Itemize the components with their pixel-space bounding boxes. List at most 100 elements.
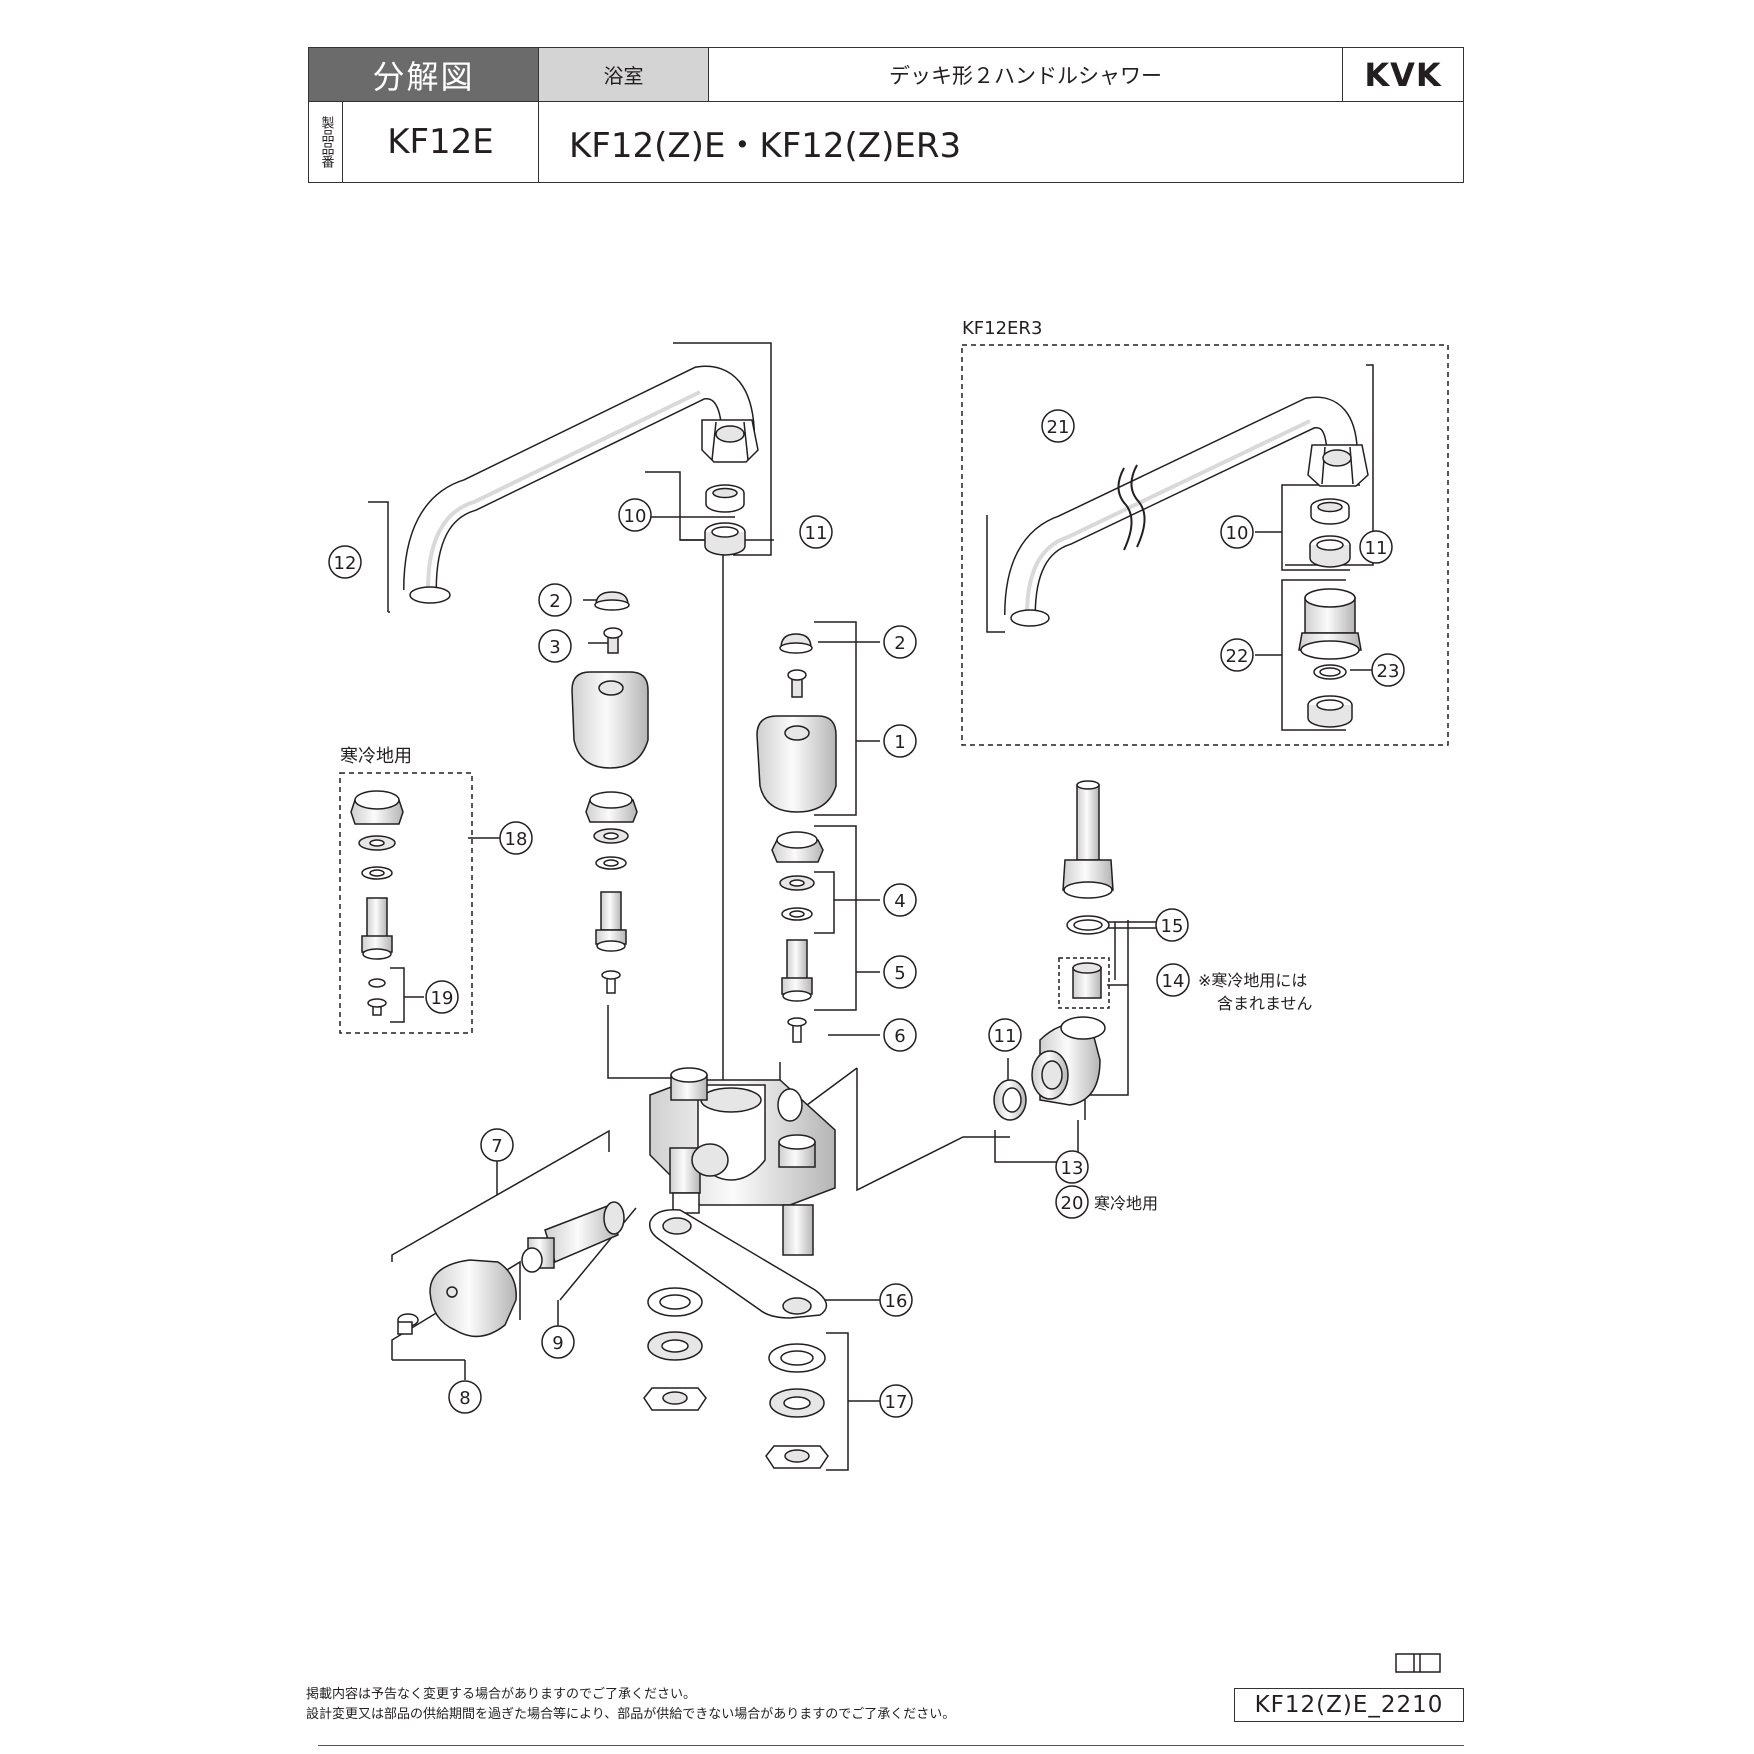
model-code-cell: KF12E xyxy=(343,102,539,182)
callout-10-variant: 10 xyxy=(1220,515,1254,549)
callout-19: 19 xyxy=(425,980,459,1014)
part-14-dashed-box xyxy=(1058,957,1110,1009)
svg-text:1: 1 xyxy=(894,732,905,753)
part-17-washers-right xyxy=(765,1343,829,1469)
part-13-elbow xyxy=(1031,1016,1106,1106)
product-name: デッキ形２ハンドルシャワー xyxy=(889,63,1162,88)
callout-2-right: 2 xyxy=(883,625,917,659)
callout-2-left: 2 xyxy=(538,583,572,617)
svg-text:23: 23 xyxy=(1377,661,1400,682)
svg-text:10: 10 xyxy=(624,506,647,527)
callout-9: 9 xyxy=(541,1325,575,1359)
svg-text:12: 12 xyxy=(334,553,357,574)
svg-text:2: 2 xyxy=(549,591,560,612)
part-11-variant-packing xyxy=(1309,535,1351,568)
bottom-rule xyxy=(318,1745,1464,1746)
section-label-cell: 分解図 xyxy=(309,48,539,102)
svg-text:11: 11 xyxy=(1365,538,1388,559)
svg-text:19: 19 xyxy=(431,988,454,1009)
leader-lines xyxy=(368,342,1374,1471)
svg-text:7: 7 xyxy=(491,1136,502,1157)
product-number-label: 製品品番 xyxy=(318,116,334,168)
svg-text:20: 20 xyxy=(1061,1193,1084,1214)
right-handle-column xyxy=(756,633,837,1043)
part-23-packing xyxy=(1313,664,1347,680)
part-22-adapter xyxy=(1298,588,1362,660)
section-label: 分解図 xyxy=(372,57,475,96)
svg-text:14: 14 xyxy=(1162,971,1185,992)
callout-20: 20 xyxy=(1055,1185,1089,1219)
part-10-variant-packing xyxy=(1310,498,1350,525)
callout-14: 14 xyxy=(1156,963,1190,997)
part-15-packing xyxy=(1066,915,1110,935)
callout-15: 15 xyxy=(1155,908,1189,942)
part-8-switch-handle xyxy=(397,1259,517,1338)
svg-text:11: 11 xyxy=(994,1026,1017,1047)
callout-11-variant: 11 xyxy=(1359,530,1393,564)
header-table: 分解図 浴室 デッキ形２ハンドルシャワー KVK 製品品番 KF12E KF12… xyxy=(308,47,1464,183)
notice-line-2: 設計変更又は部品の供給期間を過ぎた場合等により、部品が供給できない場合があります… xyxy=(306,1707,956,1722)
part-14-strainer xyxy=(1072,962,1102,999)
note-line-2: 含まれません xyxy=(1217,994,1313,1013)
callout-8: 8 xyxy=(448,1380,482,1414)
part-11-packing xyxy=(704,522,746,556)
callout-7: 7 xyxy=(480,1128,514,1162)
svg-text:9: 9 xyxy=(552,1333,563,1354)
svg-text:2: 2 xyxy=(894,633,905,654)
svg-text:22: 22 xyxy=(1226,646,1249,667)
svg-text:13: 13 xyxy=(1061,1158,1084,1179)
part-shower-hose-fitting xyxy=(1062,780,1114,899)
part-16-deck-plate xyxy=(648,1209,828,1319)
brand-cell: KVK xyxy=(1343,48,1463,102)
callout-17: 17 xyxy=(879,1384,913,1418)
svg-text:16: 16 xyxy=(885,1291,908,1312)
svg-text:15: 15 xyxy=(1161,916,1184,937)
notice-line-1: 掲載内容は予告なく変更する場合がありますのでご了承ください。 xyxy=(306,1687,697,1702)
svg-text:18: 18 xyxy=(505,829,528,850)
part-20-caption: 寒冷地用 xyxy=(1094,1194,1158,1213)
svg-text:11: 11 xyxy=(805,523,828,544)
callout-16: 16 xyxy=(879,1283,913,1317)
svg-text:3: 3 xyxy=(549,637,560,658)
product-name-cell: デッキ形２ハンドルシャワー xyxy=(709,48,1343,102)
callout-1: 1 xyxy=(883,724,917,758)
document-code: KF12(Z)E_2210 xyxy=(1234,1688,1464,1722)
callout-3: 3 xyxy=(538,629,572,663)
svg-text:17: 17 xyxy=(885,1392,908,1413)
model-variants-cell: KF12(Z)E・KF12(Z)ER3 xyxy=(539,102,1463,182)
model-variants: KF12(Z)E・KF12(Z)ER3 xyxy=(569,125,962,166)
callout-21: 21 xyxy=(1041,409,1075,443)
callout-18: 18 xyxy=(499,821,533,855)
callout-5: 5 xyxy=(883,955,917,989)
callout-10: 10 xyxy=(618,498,652,532)
callout-13: 13 xyxy=(1055,1150,1089,1184)
callout-11: 11 xyxy=(799,515,833,549)
part-17-washers-left xyxy=(643,1287,707,1411)
svg-text:8: 8 xyxy=(459,1388,470,1409)
note-line-1: ※寒冷地用には xyxy=(1198,971,1307,990)
part-12-spout xyxy=(403,365,759,604)
part-9-switch-valve xyxy=(521,1201,625,1273)
category-cell: 浴室 xyxy=(539,48,709,102)
svg-text:5: 5 xyxy=(894,963,905,984)
variant-group-box xyxy=(961,344,1449,746)
main-body xyxy=(649,1067,836,1256)
model-code: KF12E xyxy=(387,122,494,162)
part-11-lower-packing xyxy=(993,1079,1027,1121)
callout-22: 22 xyxy=(1220,638,1254,672)
svg-text:21: 21 xyxy=(1047,417,1070,438)
svg-text:4: 4 xyxy=(894,891,905,912)
callout-6: 6 xyxy=(883,1018,917,1052)
svg-text:6: 6 xyxy=(894,1026,905,1047)
category-label: 浴室 xyxy=(603,64,644,88)
footer-notes: 掲載内容は予告なく変更する場合がありますのでご了承ください。 設計変更又は部品の… xyxy=(306,1685,955,1725)
brand-logo: KVK xyxy=(1364,55,1442,94)
product-number-label-cell: 製品品番 xyxy=(309,102,343,182)
cold-region-group-box xyxy=(339,772,473,1034)
cold-region-box-title: 寒冷地用 xyxy=(340,746,412,767)
callout-23: 23 xyxy=(1371,653,1405,687)
callout-11-lower: 11 xyxy=(988,1018,1022,1052)
callout-4: 4 xyxy=(883,883,917,917)
page-mark-icon xyxy=(1395,1653,1441,1673)
